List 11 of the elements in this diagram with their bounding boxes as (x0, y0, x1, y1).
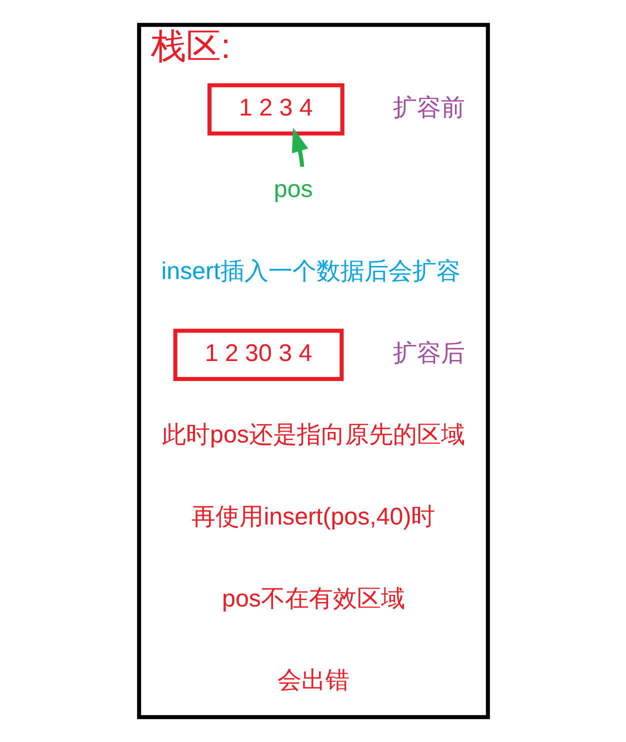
node-text: pos (273, 176, 312, 204)
node-box: 1 2 30 3 4 (172, 328, 344, 382)
label: insert插入一个数据后会扩容 (160, 258, 460, 285)
node-box: 1 2 3 4 (207, 83, 344, 136)
label: 再使用insert(pos,40)时 (191, 503, 435, 530)
node-label: 扩容前 (392, 94, 464, 122)
node-label: 扩容后 (392, 340, 464, 367)
arrow (291, 128, 308, 167)
label: pos不在有效区域 (222, 585, 404, 612)
label: 会出错 (277, 667, 349, 694)
label: 此时pos还是指向原先的区域 (162, 422, 464, 449)
